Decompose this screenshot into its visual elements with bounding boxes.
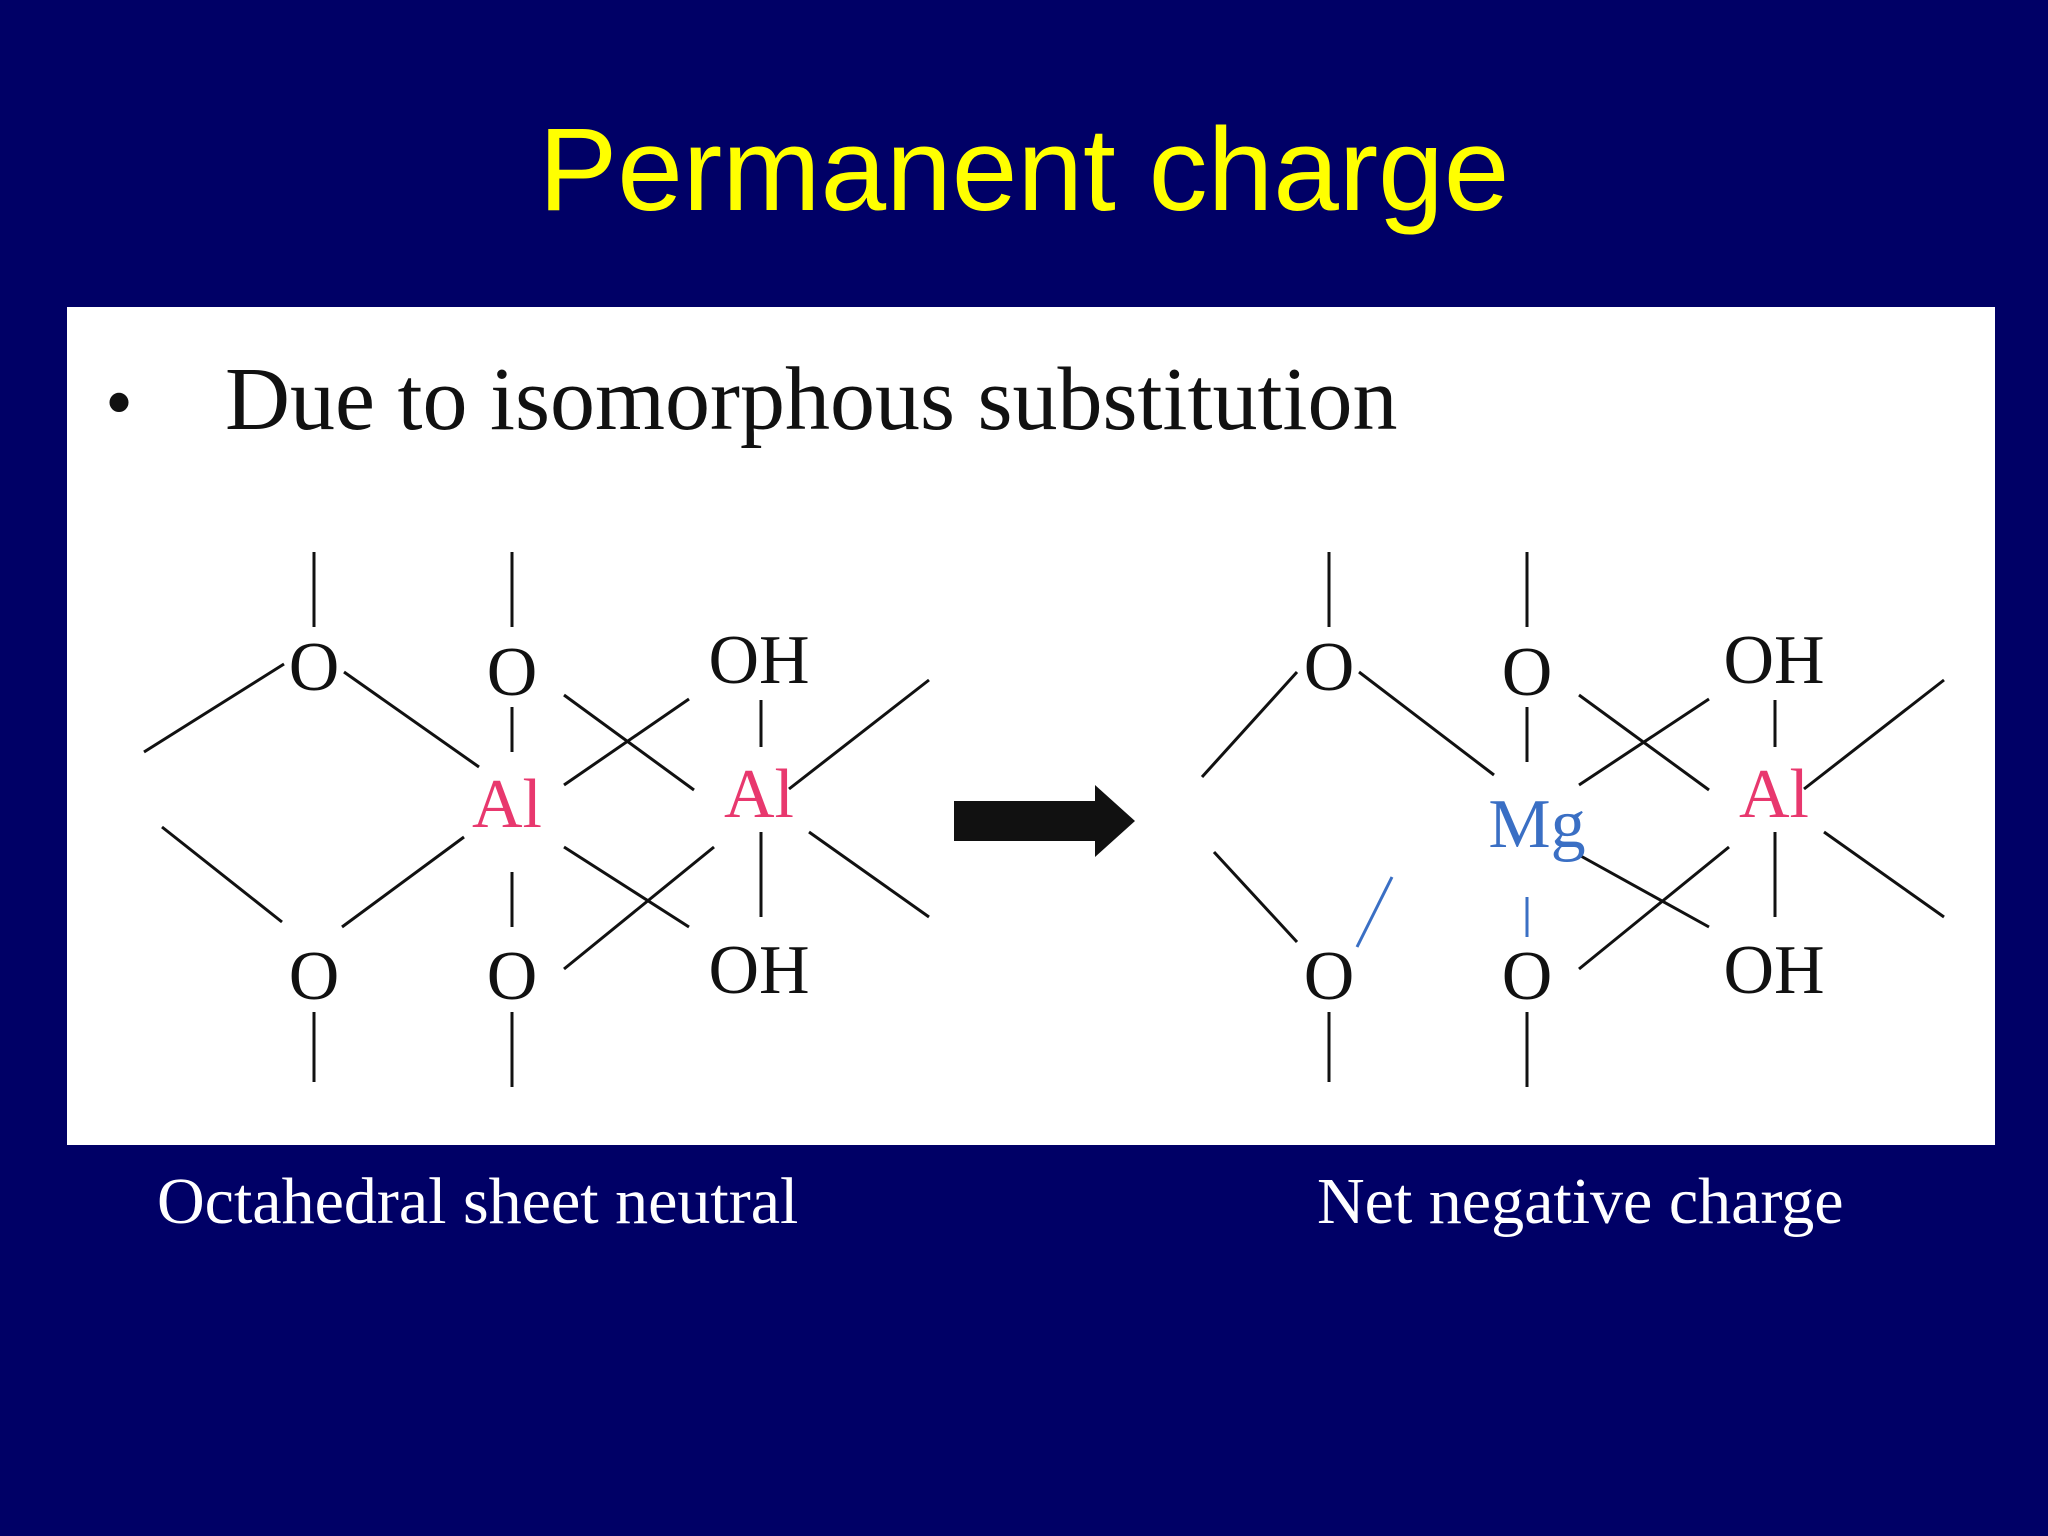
broken-bonds-after	[1355, 876, 1529, 948]
aluminium-atom: Al	[472, 766, 542, 843]
oxygen-atom: O	[289, 938, 340, 1015]
caption-negative: Net negative charge	[1317, 1165, 1844, 1238]
oxygen-atom: O	[487, 938, 538, 1015]
bond	[1578, 693, 1710, 792]
bond	[143, 662, 285, 754]
slide-title: Permanent charge	[538, 104, 1510, 236]
bond	[563, 693, 695, 792]
structure-diagram: O O OH Al Al O O OH	[143, 552, 1945, 1087]
magnesium-atom: Mg	[1488, 786, 1585, 863]
bullet-text: Due to isomorphous substitution	[225, 350, 1398, 449]
oxygen-atom: O	[1502, 938, 1553, 1015]
hydroxyl-group: OH	[708, 932, 809, 1009]
structure-before	[143, 552, 930, 1087]
oxygen-atom: O	[1304, 938, 1355, 1015]
hydroxyl-group: OH	[1723, 932, 1824, 1009]
structure-after	[1200, 552, 1945, 1087]
hydroxyl-group: OH	[1723, 622, 1824, 699]
bond	[808, 830, 930, 919]
atoms-before: O O OH Al Al O O OH	[289, 622, 810, 1015]
aluminium-atom: Al	[1739, 756, 1809, 833]
bond	[161, 825, 283, 924]
oxygen-atom: O	[487, 634, 538, 711]
bullet-dot: •	[105, 359, 134, 447]
bond	[788, 678, 930, 791]
hydroxyl-group: OH	[708, 622, 809, 699]
bond	[1578, 845, 1730, 971]
bond	[1578, 853, 1710, 929]
aluminium-atom: Al	[724, 756, 794, 833]
bond	[1212, 850, 1299, 944]
broken-bond	[1355, 876, 1394, 948]
diagram-panel: • Due to isomorphous substitution	[67, 307, 1995, 1145]
atoms-after: O O OH Mg Al O O OH	[1304, 622, 1825, 1015]
oxygen-atom: O	[1502, 634, 1553, 711]
bullet-point: • Due to isomorphous substitution	[105, 345, 1398, 458]
caption-neutral: Octahedral sheet neutral	[157, 1165, 799, 1238]
bond	[1803, 678, 1945, 791]
oxygen-atom: O	[1304, 629, 1355, 706]
bond	[563, 845, 690, 929]
reaction-arrow	[954, 785, 1135, 857]
bond	[1358, 670, 1495, 777]
bond	[1823, 830, 1945, 919]
bond	[1200, 670, 1299, 779]
bond	[563, 845, 715, 971]
bond	[341, 835, 465, 929]
bond	[343, 670, 480, 769]
oxygen-atom: O	[289, 629, 340, 706]
